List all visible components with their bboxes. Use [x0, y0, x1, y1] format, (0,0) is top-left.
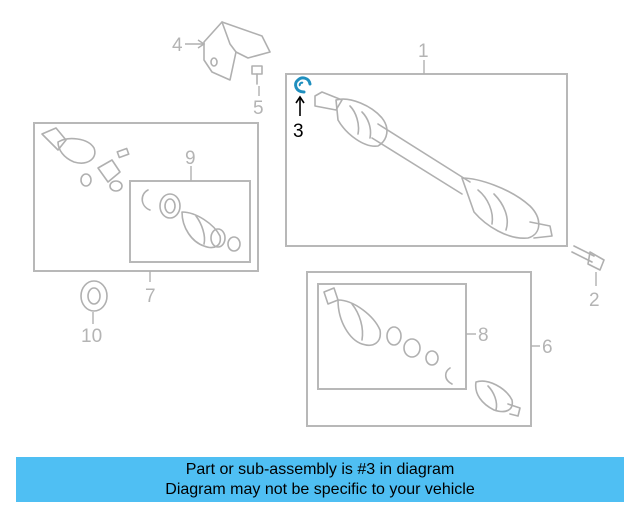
part-3-circlip [294, 76, 312, 116]
callout-1: 1 [418, 41, 429, 62]
part-8-boot-kit [323, 287, 476, 385]
part-9-boot-kit [141, 166, 241, 252]
callout-2: 2 [589, 290, 600, 311]
banner-line-1: Part or sub-assembly is #3 in diagram [185, 461, 455, 478]
box-part-1 [285, 73, 568, 247]
callout-4: 4 [172, 35, 183, 56]
callout-9: 9 [185, 148, 196, 169]
part-7-inner-joint-kit [41, 127, 151, 282]
box-part-8 [317, 283, 467, 390]
part-2-bolt [571, 245, 605, 286]
callout-3: 3 [293, 121, 304, 142]
box-part-6 [306, 271, 532, 427]
callout-5: 5 [253, 98, 264, 119]
box-part-9 [129, 180, 251, 263]
callout-6: 6 [542, 337, 553, 358]
callout-8: 8 [478, 325, 489, 346]
part-6-outer-joint [474, 345, 540, 417]
part-1-drive-axle [314, 60, 553, 239]
part-5-bolt [251, 65, 263, 96]
info-banner: Part or sub-assembly is #3 in diagram Di… [16, 457, 624, 502]
callout-7: 7 [145, 286, 156, 307]
part-4-heat-shield [185, 21, 271, 81]
box-part-7 [33, 122, 259, 272]
parts-diagram: 1 2 3 4 5 6 7 8 9 10 [33, 21, 605, 427]
banner-line-2: Diagram may not be specific to your vehi… [165, 481, 475, 498]
callout-10: 10 [81, 326, 102, 347]
part-10-ring [80, 280, 108, 324]
